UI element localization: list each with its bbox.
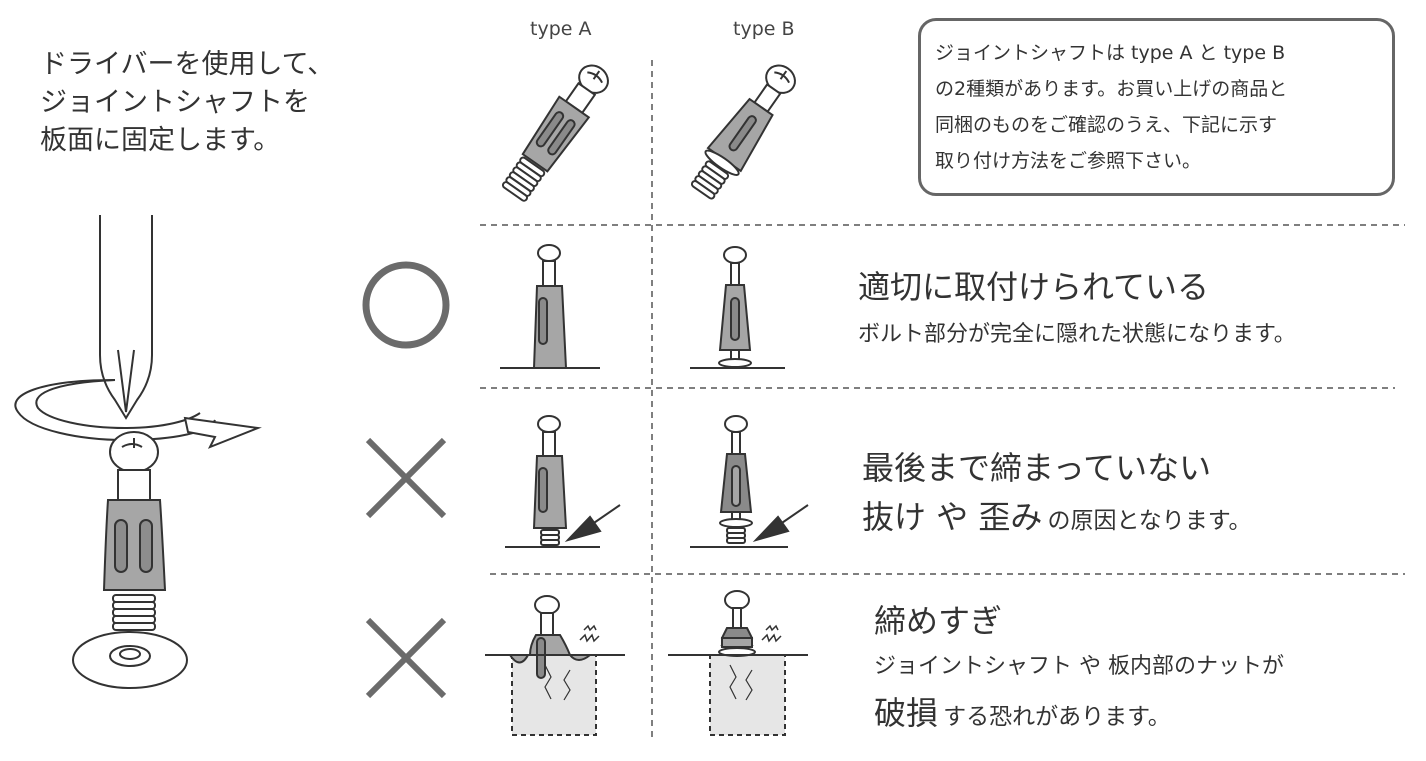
- row-1-desc: ボルト部分が完全に隠れた状態になります。: [858, 322, 1296, 347]
- row-3-desc-rest: する恐れがあります。: [943, 704, 1171, 730]
- type-b-illustration: [690, 64, 796, 200]
- instruction-line-2: ジョイントシャフトを: [40, 87, 310, 118]
- instruction-line-3: 板面に固定します。: [40, 125, 281, 156]
- note-line-2: の2種類があります。お買い上げの商品と: [935, 78, 1288, 100]
- instruction-text: ドライバーを使用して、 ジョイントシャフトを 板面に固定します。: [40, 46, 334, 160]
- row-3-desc-line-1: ジョイントシャフト や 板内部のナットが: [874, 654, 1284, 679]
- type-a-loose: [505, 415, 621, 548]
- type-a-correct: [500, 244, 600, 369]
- screwdriver-illustration: [14, 215, 262, 689]
- note-box: ジョイントシャフトは type A と type B の2種類があります。お買い…: [918, 18, 1395, 196]
- row-3-title: 締めすぎ: [874, 602, 1003, 640]
- type-a-overtight: [485, 595, 625, 736]
- row-2-title: 最後まで締まっていない: [862, 449, 1212, 487]
- row-2-desc-rest: の原因となります。: [1047, 508, 1252, 534]
- row-2-desc: 抜け や 歪み の原因となります。: [862, 492, 1251, 538]
- type-b-correct: [690, 246, 785, 369]
- row-3-desc-emphasis: 破損: [874, 694, 939, 732]
- cross-mark: [365, 617, 447, 699]
- cross-mark: [365, 437, 447, 519]
- type-b-overtight: [668, 590, 808, 736]
- circle-mark: [362, 261, 450, 349]
- instruction-line-1: ドライバーを使用して、: [40, 49, 335, 80]
- note-line-3: 同梱のものをご確認のうえ、下記に示す: [935, 114, 1278, 136]
- note-line-1: ジョイントシャフトは type A と type B: [935, 42, 1286, 64]
- type-b-loose: [690, 415, 809, 548]
- row-3-desc-line-2: 破損 する恐れがあります。: [874, 688, 1171, 734]
- row-2-desc-emphasis: 抜け や 歪み: [862, 498, 1043, 536]
- row-1-title: 適切に取付けられている: [858, 268, 1210, 306]
- note-line-4: 取り付け方法をご参照下さい。: [935, 150, 1202, 172]
- type-a-label: type A: [530, 18, 592, 40]
- type-b-label: type B: [733, 18, 795, 40]
- type-a-illustration: [501, 64, 609, 202]
